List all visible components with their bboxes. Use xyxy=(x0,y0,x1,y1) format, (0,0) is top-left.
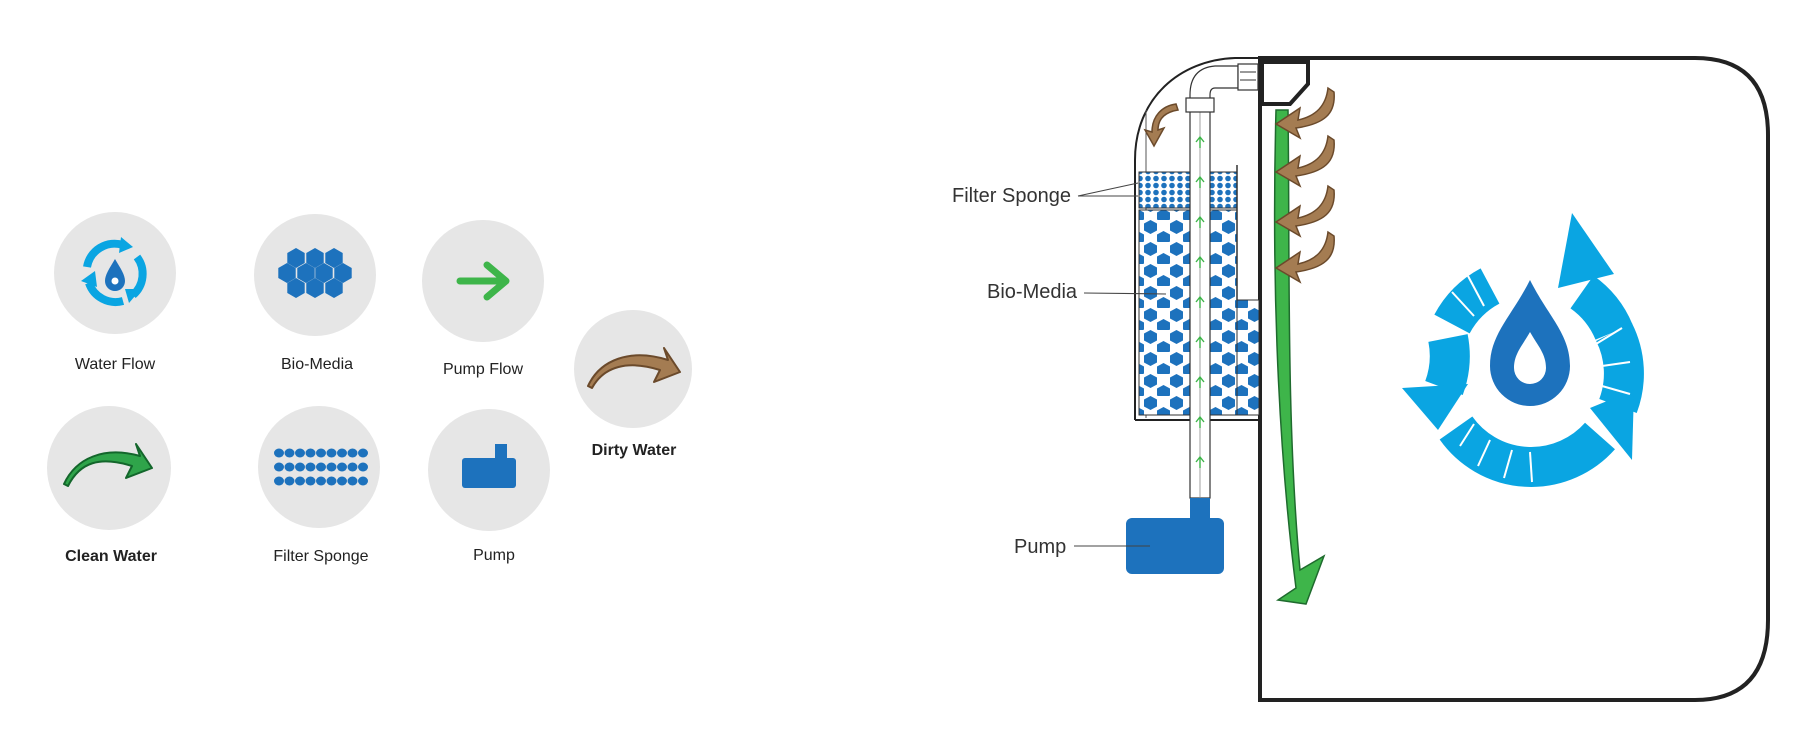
filter-housing-outline xyxy=(1134,57,1260,420)
bio-media-right-upper xyxy=(1209,209,1238,416)
outlet-nozzle xyxy=(1237,63,1259,91)
legend-item-dirty-water: Dirty Water xyxy=(574,310,692,459)
return-spout xyxy=(1260,60,1310,106)
legend-label-pump: Pump xyxy=(473,547,515,564)
pump-neck xyxy=(1190,498,1210,522)
legend-label-water-flow: Water Flow xyxy=(75,356,156,373)
legend-circle xyxy=(574,310,692,428)
elbow-collar xyxy=(1185,97,1215,113)
legend-label-pump-flow: Pump Flow xyxy=(443,361,523,378)
callout-pump: Pump xyxy=(1014,536,1150,558)
bio-media-left xyxy=(1138,209,1191,416)
dirty-water-arrows-tank xyxy=(1274,86,1335,284)
clean-water-stream xyxy=(1273,109,1326,605)
legend-circle xyxy=(47,406,171,530)
legend-circle xyxy=(254,214,376,336)
callout-bio-media: Bio-Media xyxy=(987,281,1167,303)
legend-item-water-flow: Water Flow xyxy=(54,212,176,373)
callout-label-pump: Pump xyxy=(1014,536,1066,558)
callout-label-filter-sponge: Filter Sponge xyxy=(952,185,1071,207)
dirty-water-arrow-filter xyxy=(1143,103,1179,148)
bio-media-right-lower xyxy=(1236,299,1260,416)
recycle-droplet-icon xyxy=(81,237,147,306)
callout-filter-sponge: Filter Sponge xyxy=(952,182,1139,207)
legend-item-pump-flow: Pump Flow xyxy=(422,220,544,378)
callout-label-bio-media: Bio-Media xyxy=(987,281,1078,303)
filter-sponge-right xyxy=(1209,171,1238,209)
filter-sponge-left xyxy=(1138,171,1191,209)
pump-body xyxy=(1126,518,1224,574)
dotted-grid-icon xyxy=(274,448,368,486)
legend-label-bio-media: Bio-Media xyxy=(281,356,353,373)
water-flow-cycle-graphic xyxy=(1402,213,1644,487)
pump-block-icon xyxy=(462,444,516,488)
legend-label-dirty-water: Dirty Water xyxy=(592,442,677,459)
honeycomb-icon xyxy=(278,248,352,298)
legend-label-filter-sponge: Filter Sponge xyxy=(273,548,368,565)
legend-item-bio-media: Bio-Media xyxy=(254,214,376,373)
legend-item-filter-sponge: Filter Sponge xyxy=(258,406,380,565)
legend-label-clean-water: Clean Water xyxy=(65,548,157,565)
legend-item-clean-water: Clean Water xyxy=(47,406,171,565)
green-chevron-arrow-icon xyxy=(456,261,510,301)
brown-curved-arrow-icon xyxy=(587,347,681,389)
legend-item-pump: Pump xyxy=(428,409,550,564)
green-curved-arrow-icon xyxy=(63,443,153,487)
pump-flow-arrows xyxy=(1195,135,1205,468)
